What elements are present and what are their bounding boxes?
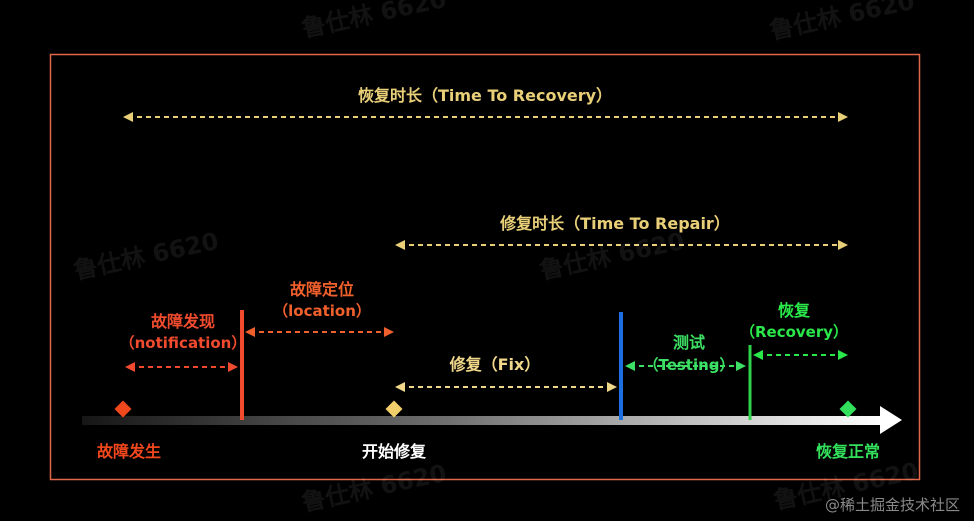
recovery-time-label: 恢复时长（Time To Recovery） <box>357 86 613 105</box>
fix-arrow <box>395 382 617 392</box>
testing-subtitle: （Testing） <box>643 356 735 374</box>
location-subtitle: （location） <box>273 302 371 320</box>
recovery-subtitle: （Recovery） <box>739 323 849 341</box>
failure-marker <box>114 400 132 418</box>
repair-start-marker <box>385 400 403 418</box>
timeline-axis <box>82 406 902 434</box>
failure-label: 故障发生 <box>96 442 162 461</box>
repair-time-arrow <box>395 240 848 250</box>
diagram-frame <box>49 53 921 481</box>
detection-title: 故障发现 <box>150 312 216 331</box>
location-arrow <box>245 327 394 337</box>
detection-subtitle: （notification） <box>119 334 247 352</box>
recovered-marker <box>839 400 857 418</box>
recovery-title: 恢复 <box>777 301 811 320</box>
recovery-arrow <box>753 350 848 360</box>
repair-time-label: 修复时长（Time To Repair） <box>500 214 730 233</box>
recovery-time-arrow <box>123 112 848 122</box>
testing-arrow <box>625 361 746 371</box>
repair-start-label: 开始修复 <box>361 442 427 461</box>
source-credit: @稀土掘金技术社区 <box>824 496 960 514</box>
fix-label: 修复（Fix） <box>449 355 541 374</box>
recovered-label: 恢复正常 <box>815 442 881 461</box>
detection-arrow <box>125 362 238 372</box>
testing-title: 测试 <box>672 333 706 352</box>
location-title: 故障定位 <box>289 280 355 299</box>
